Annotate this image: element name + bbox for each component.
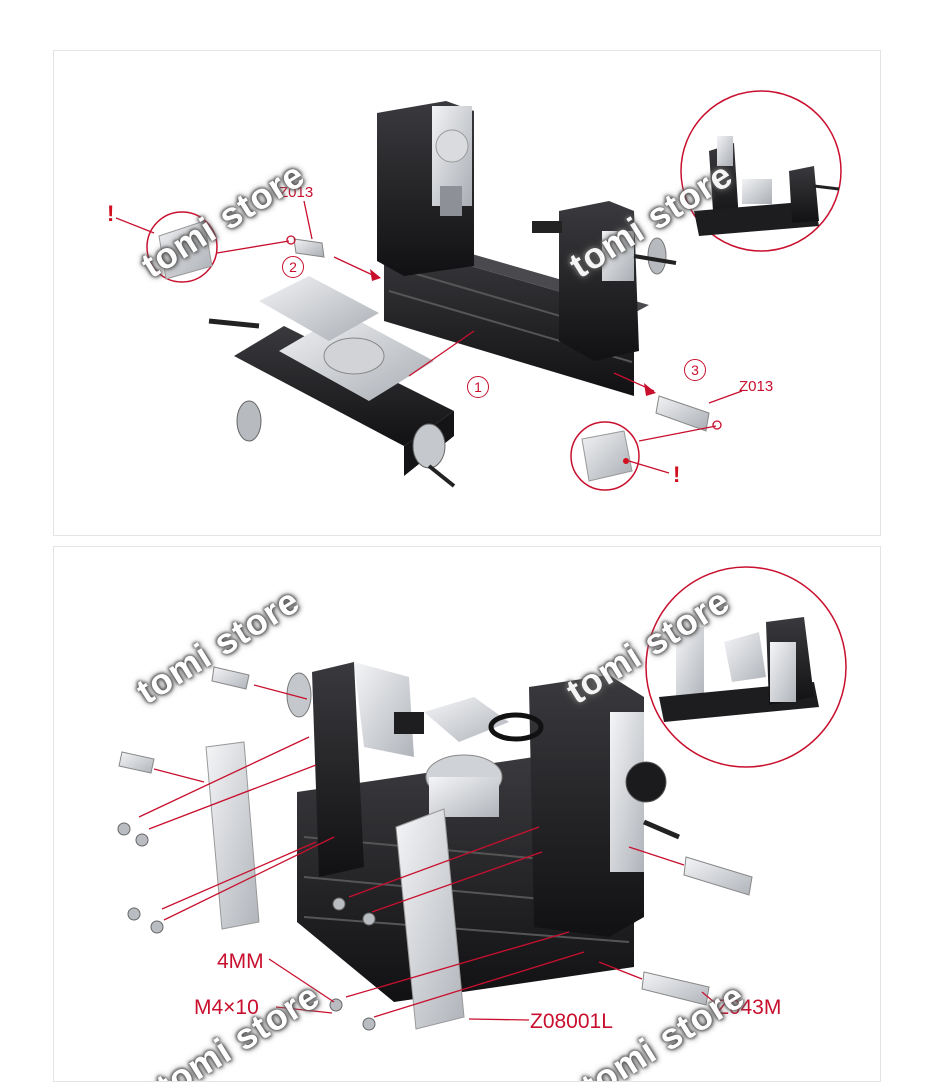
step-marker-1: 1 — [467, 376, 489, 398]
part-label-z013-bottom: Z013 — [739, 378, 774, 395]
tailstock — [532, 201, 677, 361]
assembly-diagram-top: Z013 Z013 1 2 3 ! ! tomi store tomi stor… — [53, 50, 881, 536]
key-z013-bottom — [655, 395, 722, 432]
plate-right — [395, 808, 465, 1030]
cross-slide-table — [208, 276, 456, 488]
key-z043m — [641, 971, 710, 1006]
label-m4x10: M4×10 — [194, 996, 259, 1019]
screws — [117, 822, 376, 1031]
callout-arrows-bottom — [138, 684, 715, 1021]
warning-mark-left: ! — [107, 201, 115, 226]
assembly-diagram-bottom: 4MM M4×10 Z08001L Z043M tomi store tomi … — [53, 546, 881, 1082]
key-upper-left — [211, 666, 250, 690]
rotary-table — [424, 697, 544, 817]
inset-key-left — [146, 211, 218, 283]
warning-mark-right: ! — [673, 462, 681, 487]
inset-detail-bottom — [645, 566, 847, 768]
tailstock-bottom — [529, 675, 680, 937]
headstock-bottom — [286, 662, 424, 877]
label-z043m: Z043M — [716, 996, 782, 1019]
key-z013-top — [286, 235, 325, 258]
machine-illustration-bottom — [117, 566, 847, 1031]
inset-detail-top — [680, 90, 842, 252]
plate-left — [205, 741, 260, 930]
step-marker-3: 3 — [684, 359, 706, 381]
label-z08001l: Z08001L — [530, 1010, 613, 1033]
key-left — [118, 751, 155, 774]
headstock — [377, 101, 474, 276]
part-label-z013-top: Z013 — [279, 184, 314, 201]
inset-key-right — [570, 421, 640, 491]
label-4mm: 4MM — [217, 950, 264, 973]
key-right — [683, 856, 753, 896]
machine-illustration-top — [115, 90, 842, 491]
step-marker-2: 2 — [282, 256, 304, 278]
